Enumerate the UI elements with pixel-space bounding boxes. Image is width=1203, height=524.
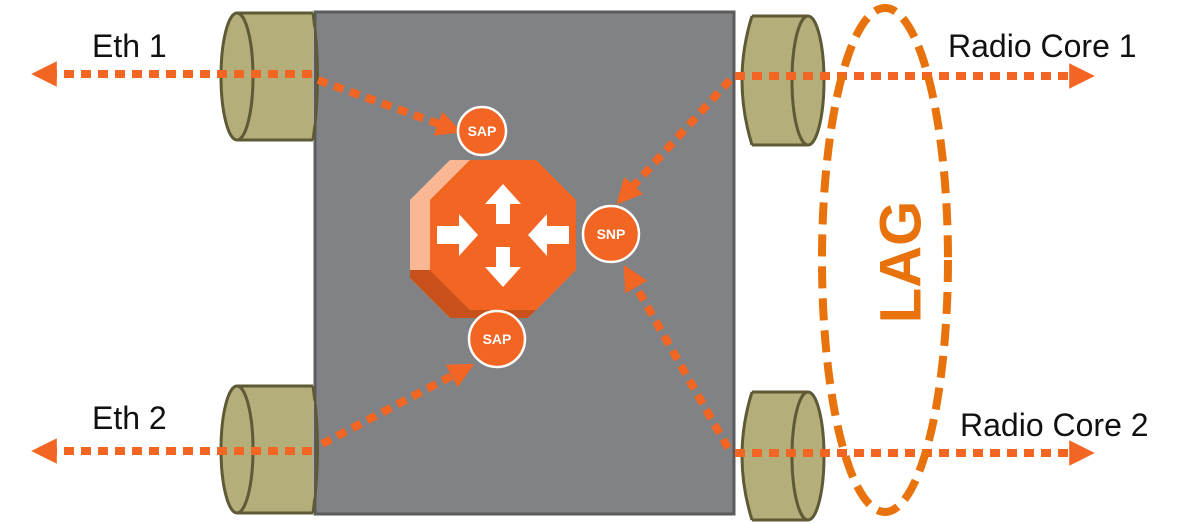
snp-node-label: SNP <box>597 226 626 242</box>
link-eth1-to-sap <box>316 76 463 136</box>
eth1-label: Eth 1 <box>92 28 167 64</box>
sap-node-bottom: SAP <box>467 309 527 369</box>
router-icon <box>410 160 576 318</box>
lag-label: LAG <box>868 201 933 323</box>
snp-node: SNP <box>581 204 641 264</box>
radio-core-1-label: Radio Core 1 <box>948 28 1137 64</box>
radio-core-2-label: Radio Core 2 <box>960 407 1149 443</box>
lag-ellipse <box>818 4 952 516</box>
sap-node-top-label: SAP <box>468 123 497 139</box>
links <box>31 61 1095 466</box>
link-eth2-to-sap <box>320 364 475 448</box>
eth2-label: Eth 2 <box>92 400 167 436</box>
sap-node-bottom-label: SAP <box>483 331 512 347</box>
port-radio-core-1 <box>740 14 826 147</box>
sap-node-top: SAP <box>456 105 508 157</box>
link-radio-core-1-to-snp <box>616 77 733 205</box>
